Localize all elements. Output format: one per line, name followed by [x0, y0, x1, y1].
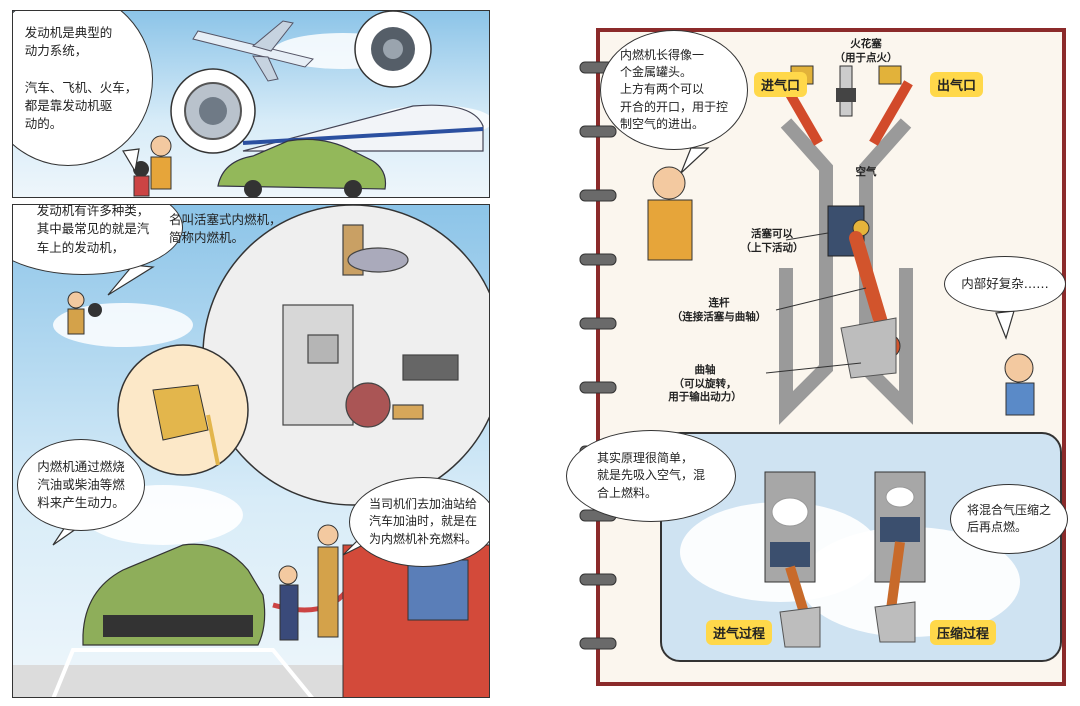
speech-bubble-left: 内燃机通过燃烧 汽油或柴油等燃 料来产生动力。 [17, 439, 145, 531]
piston-label: 活塞可以 （上下活动） [740, 228, 804, 254]
exhaust-label: 出气口 [930, 72, 984, 97]
panel-1-illustration [122, 11, 489, 197]
compression-cylinder-icon [874, 471, 926, 643]
airplane-icon [192, 20, 314, 82]
train-icon [242, 104, 484, 152]
compress-process-tag: 压缩过程 [930, 620, 997, 645]
spark-plug-label: 火花塞 （用于点火） [834, 38, 898, 64]
comic-panel-1: 发动机是典型的 动力系统， 汽车、飞机、火车， 都是靠发动机驱 动的。 [12, 10, 490, 198]
panel-2-illustration [13, 205, 489, 697]
car-icon [217, 138, 387, 197]
speech-text-top-right: 名叫活塞式内燃机， 简称内燃机。 [169, 212, 282, 246]
speech-bubble-top-left: 发动机有许多种类， 其中最常见的就是汽 车上的发动机， [13, 205, 183, 275]
car-icon [82, 543, 266, 646]
intake-label: 进气口 [754, 72, 808, 97]
rod-label: 连杆 （连接活塞与曲轴） [671, 297, 767, 323]
intake-process-tag: 进气过程 [706, 620, 773, 645]
speech-bubble-right: 当司机们去加油站给 汽车加油时，就是在 为内燃机补充燃料。 [349, 477, 489, 567]
exhaust-valve-icon [869, 65, 913, 146]
speech-bubble-complex: 内部好复杂…… [944, 256, 1066, 312]
engine-cross-section [647, 65, 1035, 425]
comic-panel-2: 发动机有许多种类， 其中最常见的就是汽 车上的发动机， 名叫活塞式内燃机， 简称… [12, 204, 490, 698]
process-illustration [680, 471, 1020, 648]
crank-label: 曲轴 （可以旋转， 用于输出动力） [668, 364, 742, 404]
speech-bubble-principle: 其实原理很简单， 就是先吸入空气，混 合上燃料。 [566, 430, 736, 522]
speech-bubble-top: 内燃机长得像一 个金属罐头。 上方有两个可以 开合的开口，用于控 制空气的进出。 [600, 30, 748, 150]
speech-bubble-compress: 将混合气压缩之 后再点燃。 [950, 484, 1068, 554]
spark-plug-icon [836, 65, 856, 117]
intake-cylinder-icon [764, 471, 821, 648]
air-label: 空气 [855, 166, 877, 178]
engine-diagram-icon [282, 224, 459, 428]
